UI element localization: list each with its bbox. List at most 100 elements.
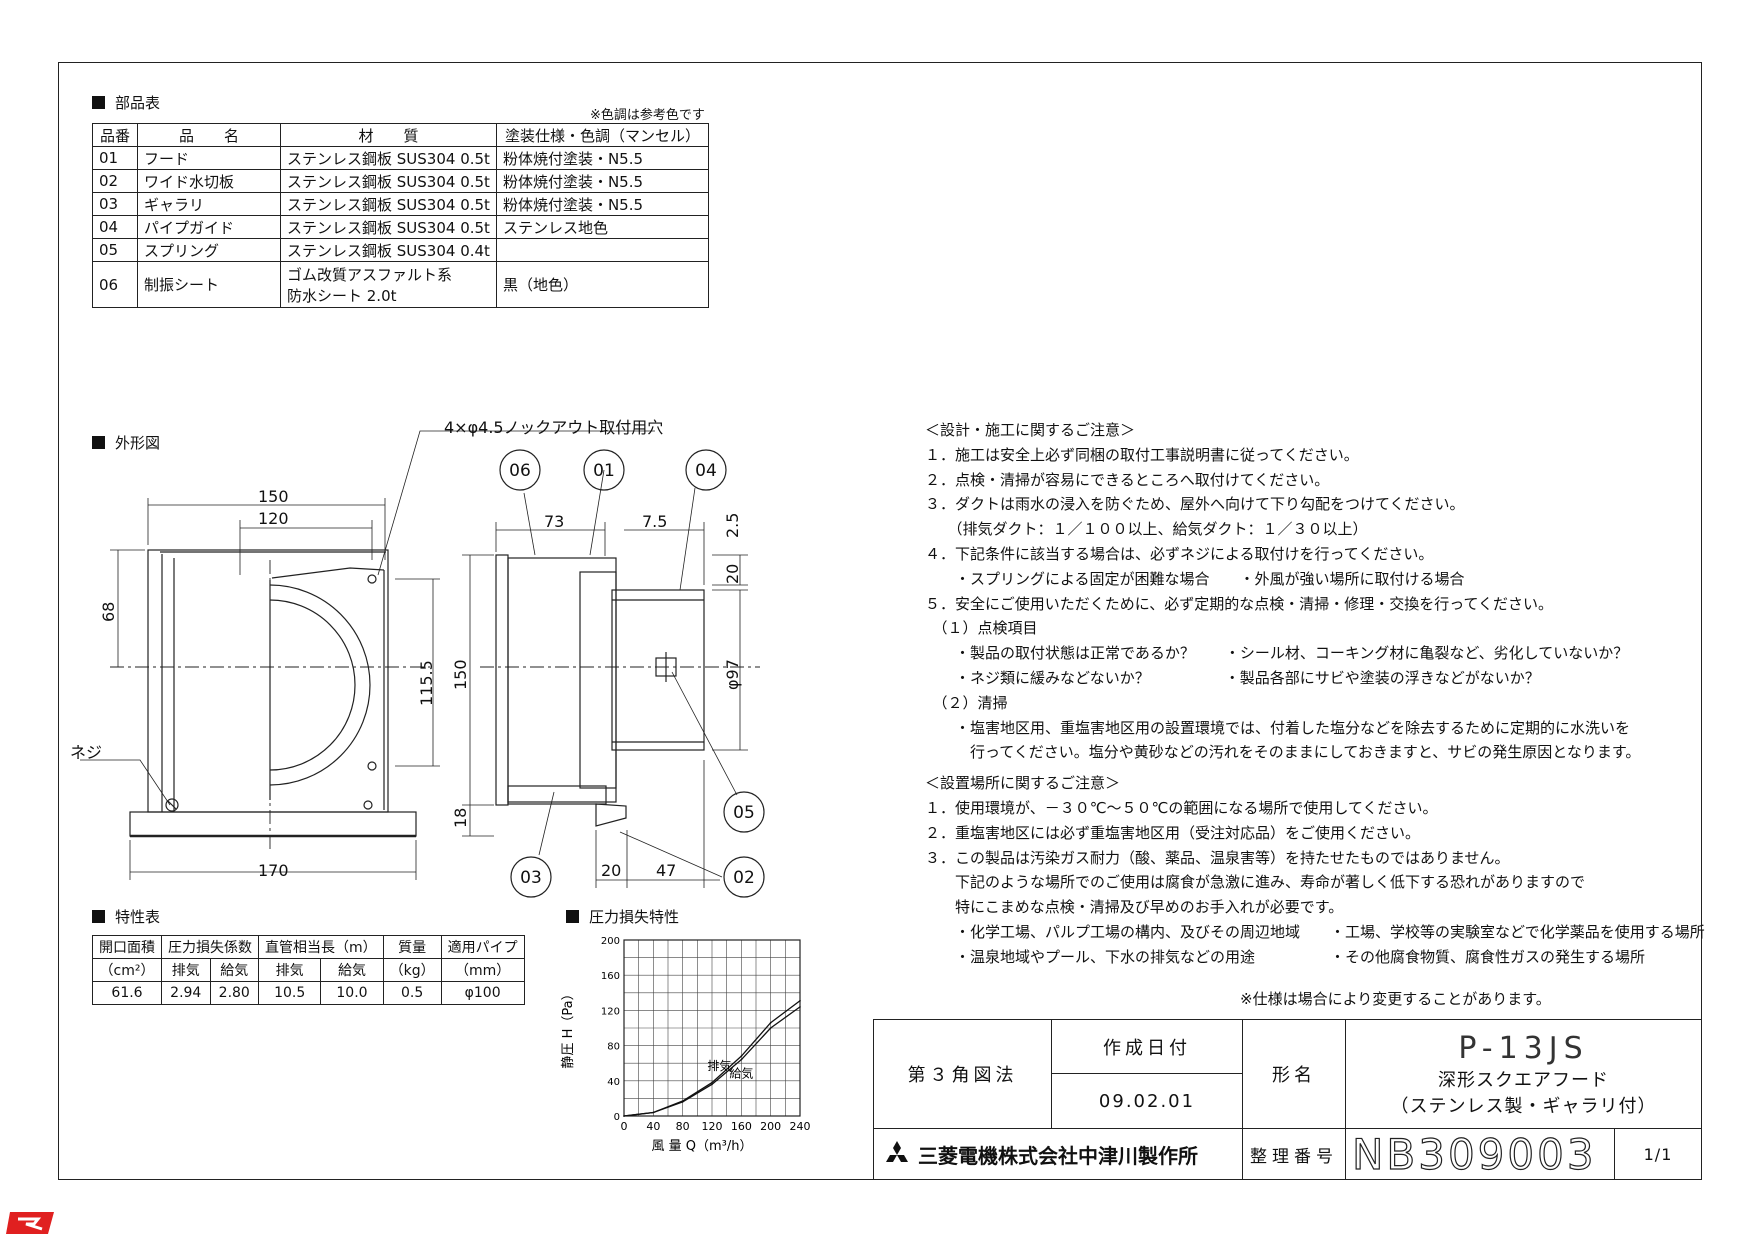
knockout-hole-icon xyxy=(363,800,373,810)
note-line: ４．下記条件に該当する場合は、必ずネジによる取付けを行ってください。 xyxy=(925,544,1434,563)
chart-point xyxy=(740,1055,743,1057)
dim-2-5: 2.5 xyxy=(723,513,742,538)
dim-115-5: 115.5 xyxy=(417,660,436,706)
chart-y-tick-label: 0 xyxy=(614,1112,620,1123)
knockout-hole-icon xyxy=(367,574,377,584)
model-cell: P-13JS 深形スクエアフード （ステンレス製・ギャラリ付） xyxy=(1345,1019,1702,1129)
parts-header-name: 品 名 xyxy=(137,123,281,147)
chart-point xyxy=(740,1058,743,1061)
spec-section-title: 特性表 xyxy=(92,906,160,927)
note-line: ３．ダクトは雨水の浸入を防ぐため、屋外へ向けて下り勾配をつけてください。 xyxy=(925,495,1465,514)
model-number: P-13JS xyxy=(1458,1030,1589,1066)
note-line: ・ネジ類に緩みなどないか？ ・製品各部にサビや塗装の浮きなどがないか？ xyxy=(925,668,1540,687)
side-flange xyxy=(495,554,509,806)
note-line: 行ってください。塩分や黄砂などの汚れをそのままにしておきますと、サビの発生原因と… xyxy=(925,743,1641,762)
mitsubishi-logo-icon xyxy=(886,1141,908,1162)
note-line: ・塩害地区用、重塩害地区用の設置環境では、付着した塩分などを除去するために定期的… xyxy=(925,718,1631,737)
note-line: １．使用環境が、－３０℃～５０℃の範囲になる場所で使用してください。 xyxy=(925,798,1438,817)
table-row: 61.6 2.94 2.80 10.5 10.0 0.5 φ100 xyxy=(92,981,525,1005)
chart-point xyxy=(681,1101,684,1103)
sheet-number: 1/1 xyxy=(1614,1128,1702,1180)
outline-drawing: 4×φ4.5ノックアウト取付用穴 ネジ 150 120 68 115.5 170… xyxy=(70,418,765,898)
chart-y-tick-label: 40 xyxy=(607,1077,620,1088)
knockout-label: 4×φ4.5ノックアウト取付用穴 xyxy=(444,418,663,437)
model-desc-1: 深形スクエアフード xyxy=(1438,1069,1609,1091)
outline-section-title: 外形図 xyxy=(92,432,160,453)
dim-170: 170 xyxy=(258,861,289,880)
note-line: ＜設計・施工に関するご注意＞ xyxy=(925,421,1136,439)
chart-x-tick-label: 80 xyxy=(676,1120,690,1133)
parts-header-no: 品番 xyxy=(92,123,138,147)
chart-y-tick-label: 200 xyxy=(601,936,620,947)
note-line: ２．点検・清掃が容易にできるところへ取付けてください。 xyxy=(925,470,1330,489)
chart-x-tick-label: 40 xyxy=(646,1120,660,1133)
number-label: 整理番号 xyxy=(1242,1128,1346,1180)
date-label: 作成日付 xyxy=(1051,1019,1243,1074)
parts-section-title: 部品表 xyxy=(92,92,160,113)
balloon-03 xyxy=(510,856,552,898)
section-marker-icon xyxy=(92,436,105,449)
note-line: ・製品の取付状態は正常であるか？ ・シール材、コーキング材に亀裂など、劣化してい… xyxy=(925,644,1629,663)
spec-table: 開口面積 圧力損失係数 直管相当長（m） 質量 適用パイプ （cm²） 排気 給… xyxy=(92,935,525,1005)
balloon-01-label: 01 xyxy=(593,461,615,481)
note-line: ２．重塩害地区には必ず重塩害地区用（受注対応品）をご使用ください。 xyxy=(925,823,1421,842)
dim-73: 73 xyxy=(544,512,564,531)
knockout-hole-icon xyxy=(367,761,377,771)
balloon-06-label: 06 xyxy=(509,461,531,481)
chart-x-tick-label: 200 xyxy=(760,1120,781,1133)
chart-point xyxy=(652,1111,655,1114)
dim-120: 120 xyxy=(258,509,289,528)
drawing-number: NB309003 xyxy=(1345,1128,1615,1180)
chart-y-axis-label: 静圧 H（Pa） xyxy=(561,987,576,1068)
note-line: （排気ダクト：１／１００以上、給気ダクト：１／３０以上） xyxy=(925,520,1368,539)
side-pipe-guide xyxy=(611,589,705,751)
chart-y-tick-label: 120 xyxy=(601,1006,620,1017)
color-note: ※色調は参考色です xyxy=(590,108,705,123)
screw-label: ネジ xyxy=(70,743,102,762)
chart-point xyxy=(623,1115,625,1117)
title-block: 第３角図法 作成日付 09.02.01 形名 P-13JS 深形スクエアフード … xyxy=(873,1019,1702,1180)
note-line: ３．この製品は汚染ガス耐力（酸、薬品、温泉害等）を持たせたものではありません。 xyxy=(925,848,1510,867)
front-base-plate xyxy=(129,811,417,837)
note-line: 下記のような場所でのご使用は腐食が急激に進み、寿命が著しく低下する恐れがあります… xyxy=(925,873,1586,892)
side-gallery xyxy=(507,785,607,805)
chart-x-axis-label: 風 量 Q（m³/h） xyxy=(652,1139,753,1154)
chart-x-tick-label: 240 xyxy=(790,1120,811,1133)
chart-series-label: 排気 xyxy=(707,1058,731,1073)
note-line: ５．安全にご使用いただくために、必ず定期的な点検・清掃・修理・交換を行ってくださ… xyxy=(925,594,1554,613)
section-marker-icon xyxy=(92,910,105,923)
chart-point xyxy=(711,1081,713,1084)
note-line: 特にこまめな点検・清掃及び早めのお手入れが必要です。 xyxy=(925,898,1344,917)
chart-y-tick-label: 80 xyxy=(607,1042,620,1053)
red-brand-icon xyxy=(6,1212,54,1234)
chart-x-tick-label: 120 xyxy=(702,1120,723,1133)
chart-section-title: 圧力損失特性 xyxy=(566,906,679,927)
chart-point xyxy=(711,1083,713,1086)
front-gallery-arc xyxy=(269,584,371,786)
parts-header-finish: 塗装仕様・色調（マンセル） xyxy=(495,123,710,147)
spec-change-note: ※仕様は場合により変更することがあります。 xyxy=(1240,990,1551,1008)
note-line: ・化学工場、パルプ工場の構内、及びその周辺地域 ・工場、学校等の実験室などで化学… xyxy=(925,922,1705,941)
balloon-02 xyxy=(723,856,765,898)
note-line: ・温泉地域やプール、下水の排気などの用途 ・その他腐食物質、腐食性ガスの発生する… xyxy=(925,947,1646,966)
model-desc-2: （ステンレス製・ギャラリ付） xyxy=(1390,1095,1657,1117)
screw-icon xyxy=(165,798,179,812)
note-line: ・スプリングによる固定が困難な場合 ・外風が強い場所に取付ける場合 xyxy=(925,569,1465,588)
dim-bottom-20: 20 xyxy=(601,861,621,880)
balloon-06 xyxy=(499,449,541,491)
chart-plot-area xyxy=(623,939,801,1117)
notes-block: ＜設計・施工に関するご注意＞１．施工は安全上必ず同梱の取付工事説明書に従ってくだ… xyxy=(925,418,1705,970)
dim-side-150: 150 xyxy=(451,659,470,690)
dim-18: 18 xyxy=(451,808,470,828)
table-row: 06 制振シート ゴム改質アスファルト系防水シート 2.0t 黒（地色） xyxy=(92,261,710,308)
balloon-01 xyxy=(583,449,625,491)
section-marker-icon xyxy=(92,96,105,109)
dim-phi-97: φ97 xyxy=(723,659,742,690)
note-line: ＜設置場所に関するご注意＞ xyxy=(925,774,1121,793)
company-cell: 三菱電機株式会社中津川製作所 xyxy=(873,1128,1243,1180)
